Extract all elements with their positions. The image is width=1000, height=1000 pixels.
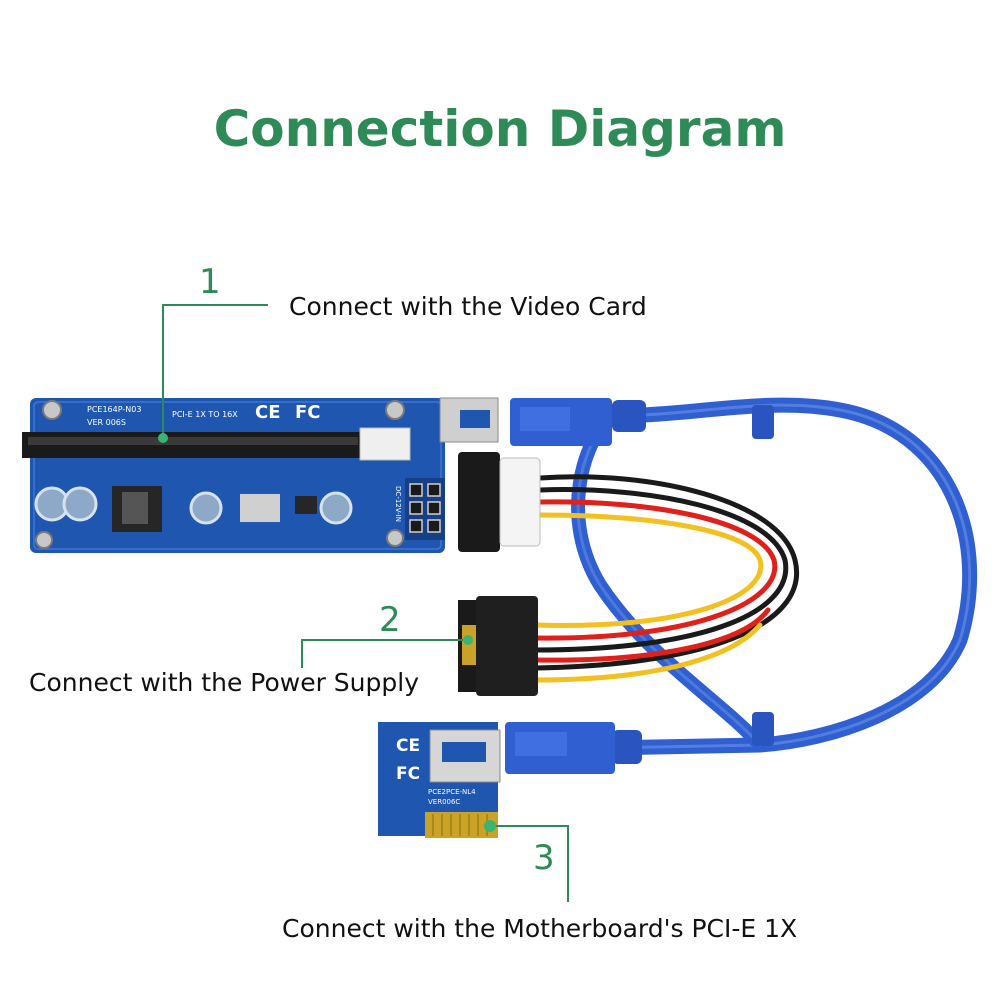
sata-connector (458, 596, 538, 696)
usb-plug-bottom (505, 722, 615, 774)
callout-label-3: Connect with the Motherboard's PCI-E 1X (282, 914, 798, 943)
usb-cable (571, 397, 978, 764)
callout-number-1: 1 (199, 262, 221, 302)
molex-connector (458, 452, 541, 552)
page-title: Connection Diagram (213, 100, 787, 158)
riser-ce-mark: CE (255, 402, 281, 423)
riser-version-text: VER 006S (87, 418, 126, 427)
adapter-board (378, 722, 501, 838)
riser-fc-mark: FC (295, 402, 321, 423)
callout-dots (158, 433, 496, 832)
callout-lines (162, 304, 569, 902)
adapter-fc-mark: FC (396, 764, 421, 784)
adapter-model-text: PCE2PCE-NL4 (428, 788, 476, 796)
usb-plug-top (510, 398, 612, 446)
riser-slot-text: PCI-E 1X TO 16X (172, 410, 238, 419)
callout-label-1: Connect with the Video Card (289, 292, 647, 321)
callout-label-2: Connect with the Power Supply (29, 668, 420, 697)
adapter-ce-mark: CE (396, 736, 421, 756)
riser-model-text: PCE164P-N03 (87, 405, 142, 414)
power-wires (532, 474, 799, 683)
riser-connector-text: DC-12V-IN (393, 486, 402, 522)
callout-number-2: 2 (379, 600, 401, 640)
riser-board (22, 397, 499, 553)
callout-number-3: 3 (533, 838, 555, 878)
adapter-version-text: VER006C (428, 798, 461, 806)
